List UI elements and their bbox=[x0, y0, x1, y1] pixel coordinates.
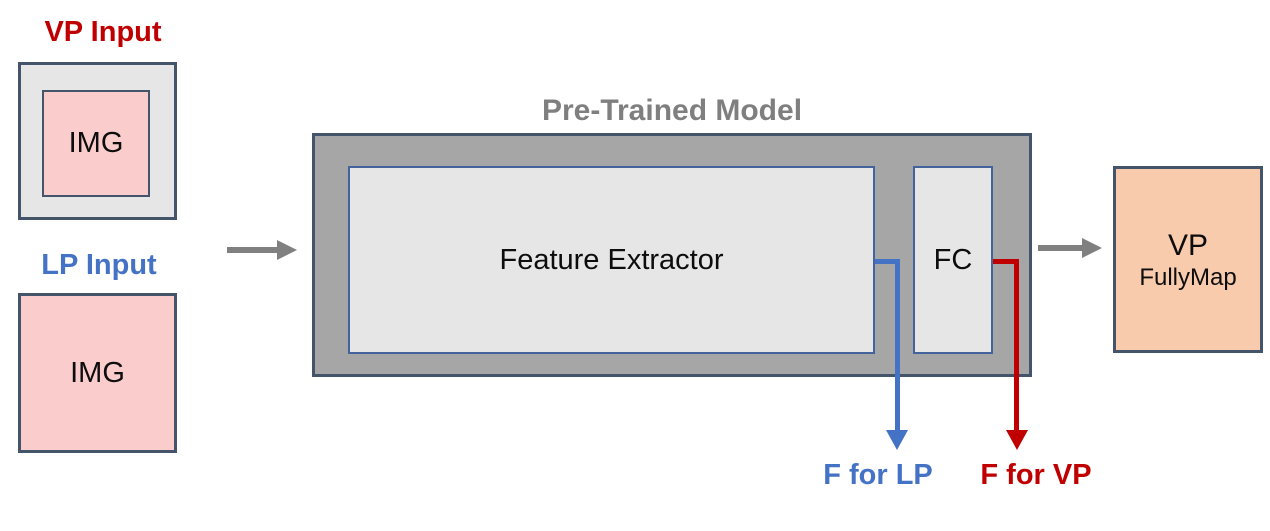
f-for-lp-label: F for LP bbox=[823, 459, 933, 491]
blue-arrow-down-icon bbox=[886, 430, 908, 450]
model-to-output-arrow-line bbox=[1038, 245, 1084, 251]
vp-input-image-box: IMG bbox=[42, 90, 150, 197]
arrow-right-icon bbox=[277, 240, 297, 260]
vp-feature-line-horizontal bbox=[993, 259, 1018, 264]
output-fullymap-label: FullyMap bbox=[1139, 264, 1237, 292]
vp-input-label: VP Input bbox=[44, 16, 162, 48]
vp-feature-line-vertical bbox=[1014, 259, 1019, 432]
lp-feature-line-vertical bbox=[895, 259, 900, 432]
lp-input-label: LP Input bbox=[41, 249, 157, 281]
arrow-right-icon bbox=[1082, 238, 1102, 258]
lp-input-image-box: IMG bbox=[18, 293, 177, 453]
vp-fullymap-box: VP FullyMap bbox=[1113, 166, 1263, 353]
fc-box: FC bbox=[913, 166, 993, 354]
feature-extractor-label: Feature Extractor bbox=[499, 243, 724, 276]
vp-img-label: IMG bbox=[68, 127, 124, 159]
pretrained-model-title: Pre-Trained Model bbox=[541, 94, 803, 127]
vp-input-box: IMG bbox=[18, 62, 177, 220]
lp-img-label: IMG bbox=[70, 356, 125, 389]
red-arrow-down-icon bbox=[1006, 430, 1028, 450]
lp-feature-line-horizontal bbox=[875, 259, 900, 264]
input-to-model-arrow-line bbox=[227, 247, 279, 253]
output-vp-label: VP bbox=[1167, 228, 1209, 262]
f-for-vp-label: F for VP bbox=[980, 459, 1092, 491]
fc-label: FC bbox=[933, 243, 973, 276]
feature-extractor-box: Feature Extractor bbox=[348, 166, 875, 354]
